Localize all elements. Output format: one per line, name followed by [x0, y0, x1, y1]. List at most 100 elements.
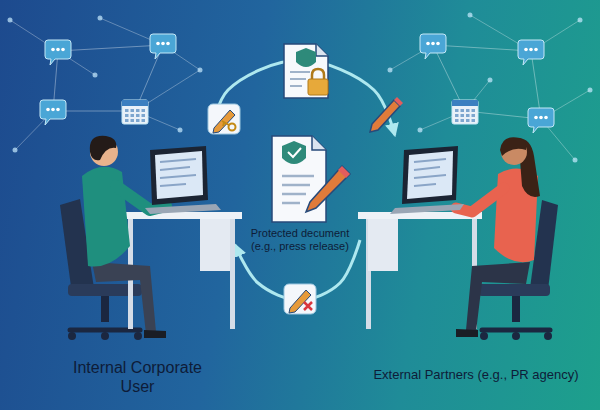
network-dot [388, 68, 393, 73]
chat-icon-part [420, 34, 446, 59]
network-dot [8, 18, 13, 23]
chat-icon [40, 100, 66, 125]
calendar-icon-part [125, 109, 129, 112]
chat-icon-part [56, 108, 60, 112]
left-workstation-part [120, 212, 242, 219]
chat-icon-part [51, 48, 55, 52]
right-workstation-part [407, 151, 453, 199]
locked-document [284, 44, 328, 98]
calendar-icon [122, 100, 148, 124]
calendar-icon-part [131, 109, 135, 112]
chat-icon-part [166, 42, 170, 46]
left-workstation-part [145, 204, 221, 214]
calendar-icon-part [466, 109, 470, 112]
chat-icon-part [46, 108, 50, 112]
network-line [433, 45, 531, 51]
edit-key-icon-part [208, 104, 240, 134]
protected-document-part [338, 166, 350, 178]
locked-document-part [296, 48, 316, 67]
edit-denied-icon-part [284, 284, 316, 314]
right-workstation-part [500, 137, 526, 156]
chat-icon-part [544, 116, 548, 120]
locked-document-part [308, 79, 328, 95]
pencil-icon-part [394, 97, 403, 106]
protected-document-part [288, 148, 301, 157]
right-workstation-part [512, 296, 520, 322]
calendar-icon-part [472, 114, 476, 117]
protected-document-node: Protected decument (e.g., press release) [240, 135, 360, 256]
right-workstation [358, 137, 558, 340]
edit-denied-icon-part [304, 302, 312, 310]
protected-document-part [272, 136, 326, 222]
right-workstation-part [456, 329, 478, 337]
internal-user-node: Internal Corporate User [40, 130, 235, 399]
network-line [58, 45, 163, 51]
left-workstation-part [230, 219, 235, 329]
calendar-icon-part [136, 114, 140, 117]
locked-document-part [290, 72, 310, 86]
network-dot [578, 18, 583, 23]
left-workstation-part [144, 330, 166, 338]
network-dot [418, 128, 423, 133]
calendar-icon-part [455, 114, 459, 117]
left-workstation-part [160, 159, 196, 186]
chat-icon-part [40, 100, 66, 125]
locked-document-part [312, 69, 324, 80]
node-label: External Partners (e.g., PR agency) [360, 367, 592, 383]
calendar-icon-part [461, 119, 465, 122]
left-workstation-part [134, 332, 142, 340]
network-dot [588, 88, 593, 93]
chat-icon-part [426, 42, 430, 46]
network-dot [178, 128, 183, 133]
calendar-icon [452, 100, 478, 124]
chat-icon-part [534, 48, 538, 52]
calendar-icon-part [125, 119, 129, 122]
calendar-icon-part [136, 119, 140, 122]
network-dot [468, 13, 473, 18]
calendar-icon-part [455, 109, 459, 112]
external-partners-node: External Partners (e.g., PR agency) [360, 135, 592, 386]
chat-icon-part [150, 34, 176, 59]
calendar-icon-part [142, 119, 146, 122]
chat-icon-part [156, 42, 160, 46]
calendar-icon-part [142, 109, 146, 112]
chat-icon-part [524, 48, 528, 52]
left-workstation-part [101, 332, 109, 340]
calendar-icon-part [122, 100, 148, 124]
network-dot [98, 16, 103, 21]
chat-icon-part [518, 40, 544, 65]
calendar-icon-part [452, 100, 478, 106]
chat-icon-part [161, 42, 165, 46]
left-workstation-part [82, 167, 130, 267]
edit-key-icon-part [222, 121, 229, 126]
chat-icon-part [436, 42, 440, 46]
protected-document [272, 136, 350, 222]
right-workstation-part [390, 204, 464, 214]
calendar-icon-part [142, 114, 146, 117]
calendar-icon-part [122, 100, 148, 106]
chat-icon-part [534, 116, 538, 120]
left-workstation-part [92, 262, 156, 334]
pencil-icon-part [370, 100, 400, 132]
right-workstation-part [456, 188, 504, 212]
edit-denied-icon-part [289, 290, 311, 313]
network-dot [573, 158, 578, 163]
chat-icon [420, 34, 446, 59]
left-workstation-part [155, 151, 203, 199]
calendar-icon-part [131, 119, 135, 122]
calendar-icon-part [125, 114, 129, 117]
calendar-icon-part [472, 109, 476, 112]
chat-icon [45, 40, 71, 65]
chat-icon-part [51, 108, 55, 112]
calendar-icon-part [466, 119, 470, 122]
node-label: Protected decument (e.g., press release) [242, 227, 358, 253]
calendar-icon-part [461, 109, 465, 112]
calendar-icon-part [136, 109, 140, 112]
chat-icon-part [431, 42, 435, 46]
chat-icon-part [539, 116, 543, 120]
left-workstation-part [68, 332, 76, 340]
chat-icon [518, 40, 544, 65]
locked-document-part [284, 44, 328, 98]
